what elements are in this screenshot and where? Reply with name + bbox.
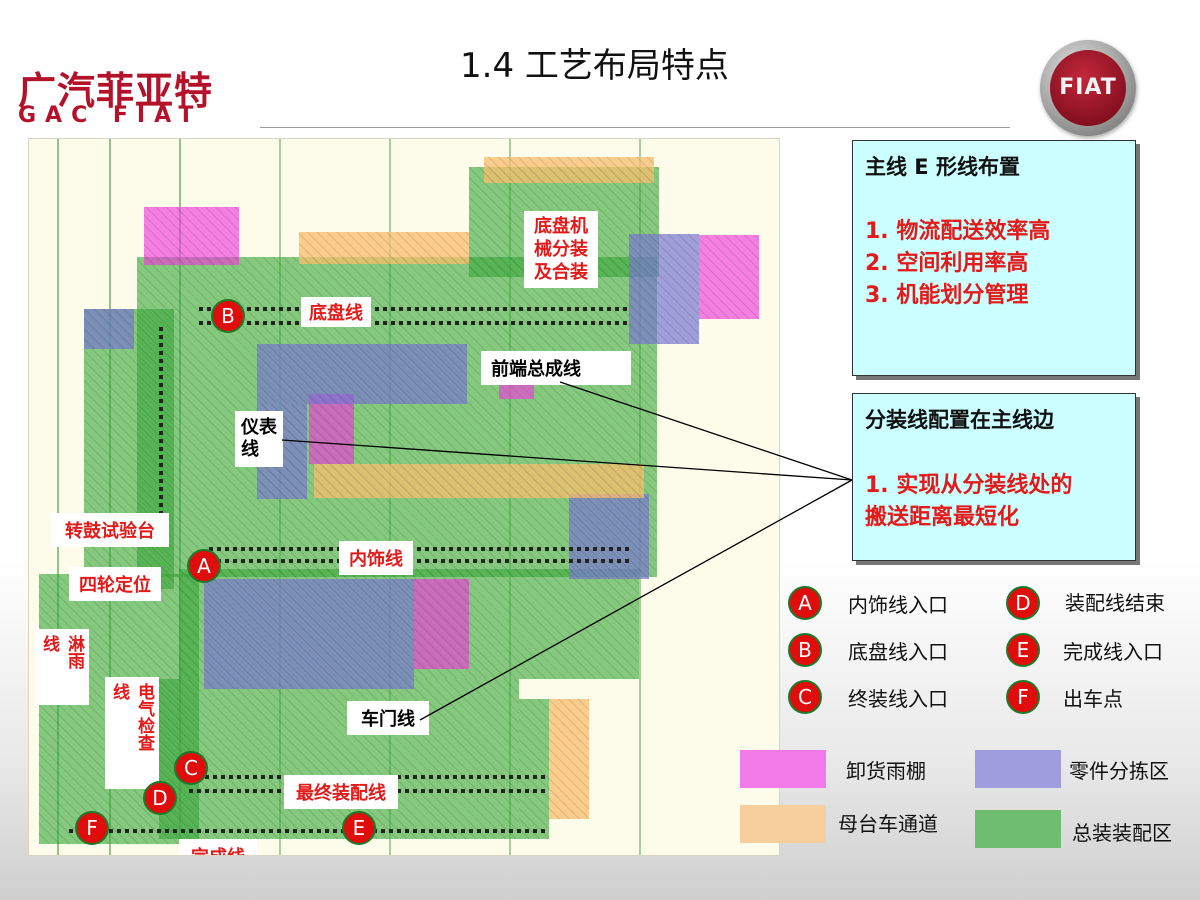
legend-pin-e: E — [1006, 633, 1040, 667]
zone-label-wheel-align: 四轮定位 — [69, 567, 161, 601]
callout-main-line: 主线 E 形线布置 1. 物流配送效率高 2. 空间利用率高 3. 机能划分管理 — [852, 140, 1136, 376]
fiat-logo-icon: FIAT — [1040, 40, 1136, 136]
pin-a: A — [187, 549, 221, 583]
fiat-badge-text: FIAT — [1050, 50, 1126, 126]
conveyor-line — [159, 327, 163, 547]
floor-plan: 底盘机 械分装 及合装 底盘线 前端总成线 仪表 线 转鼓试验台 内饰线 四轮定… — [28, 138, 780, 856]
parts-sorting-zone — [257, 344, 467, 404]
callout-sub-item: 1. 实现从分装线处的 — [865, 473, 1073, 498]
title-divider — [260, 127, 1010, 128]
legend-pin-d: D — [1006, 586, 1040, 620]
callout-sub-item: 搬送距离最短化 — [865, 505, 1020, 530]
zone-label-elec-check: 电气检查 线 — [105, 677, 159, 789]
zone-label-finish-line: 完成线 — [179, 839, 257, 855]
conveyor-line — [199, 307, 629, 311]
assembly-zone-final — [159, 679, 519, 839]
parts-sorting-zone — [629, 234, 699, 344]
legend-label-assembly: 总装装配区 — [1072, 821, 1172, 845]
conveyor-line — [209, 559, 629, 563]
conveyor-line — [199, 321, 629, 325]
brand-logo-en: GAC FIAT — [18, 103, 203, 128]
zone-label-drum-test: 转鼓试验台 — [51, 513, 169, 547]
grid-line — [57, 139, 59, 855]
unloading-canopy — [309, 394, 354, 464]
leader-line-instrument — [281, 439, 853, 481]
zone-label-chassis-line: 底盘线 — [301, 297, 371, 327]
leader-line-door — [419, 479, 853, 721]
callout-sub-line: 分装线配置在主线边 1. 实现从分装线处的 搬送距离最短化 — [852, 393, 1136, 561]
zone-label-final-assy: 最终装配线 — [284, 775, 398, 809]
cart-aisle — [314, 464, 644, 498]
leader-line-front-end — [559, 381, 853, 481]
assembly-zone-door — [519, 699, 549, 839]
pin-f: F — [75, 811, 109, 845]
legend-pin-a: A — [788, 586, 822, 620]
legend-label-canopy: 卸货雨棚 — [846, 759, 926, 783]
legend-pin-c: C — [788, 680, 822, 714]
zone-label-front-end: 前端总成线 — [481, 351, 631, 385]
legend-label-cart: 母台车通道 — [838, 812, 938, 836]
callout-main-item: 1. 物流配送效率高 — [865, 219, 1051, 244]
zone-label-chassis-mech: 底盘机 械分装 及合装 — [524, 211, 598, 288]
legend-label-c: 终装线入口 — [848, 687, 948, 711]
callout-main-heading: 主线 E 形线布置 — [865, 155, 1020, 179]
zone-label-rain-line: 淋雨 线 — [35, 629, 89, 705]
legend-swatch-assembly — [975, 810, 1061, 848]
pin-e: E — [342, 811, 376, 845]
legend-label-f: 出车点 — [1063, 687, 1123, 711]
unloading-canopy — [414, 579, 469, 669]
callout-main-item: 3. 机能划分管理 — [865, 283, 1029, 308]
legend-pin-f: F — [1006, 680, 1040, 714]
cart-aisle — [484, 157, 654, 183]
legend-swatch-canopy — [740, 750, 826, 788]
unloading-canopy — [144, 207, 239, 265]
legend-swatch-sorting — [975, 750, 1061, 788]
cart-aisle — [299, 232, 469, 264]
pin-b: B — [211, 299, 245, 333]
legend-pin-b: B — [788, 633, 822, 667]
conveyor-line — [69, 829, 549, 833]
legend-label-e: 完成线入口 — [1063, 640, 1163, 664]
parts-sorting-zone — [204, 579, 414, 689]
unloading-canopy — [699, 235, 759, 319]
callout-main-item: 2. 空间利用率高 — [865, 251, 1029, 276]
callout-sub-heading: 分装线配置在主线边 — [865, 408, 1054, 432]
legend-label-b: 底盘线入口 — [848, 640, 948, 664]
pin-c: C — [174, 751, 208, 785]
legend-swatch-cart — [740, 805, 826, 843]
brand-logo-cn: 广汽菲亚特 — [18, 69, 214, 113]
legend-label-a: 内饰线入口 — [848, 593, 948, 617]
conveyor-line — [209, 547, 629, 551]
zone-label-trim-line: 内饰线 — [339, 541, 413, 575]
page-title: 1.4 工艺布局特点 — [460, 46, 729, 86]
zone-label-door-line: 车门线 — [347, 701, 429, 735]
parts-sorting-zone — [84, 309, 134, 349]
parts-sorting-zone — [569, 494, 649, 579]
legend-label-sorting: 零件分拣区 — [1069, 759, 1169, 783]
cart-aisle — [549, 699, 589, 819]
pin-d: D — [143, 781, 177, 815]
zone-label-instrument: 仪表 线 — [235, 411, 283, 467]
legend-label-d: 装配线结束 — [1065, 591, 1165, 615]
